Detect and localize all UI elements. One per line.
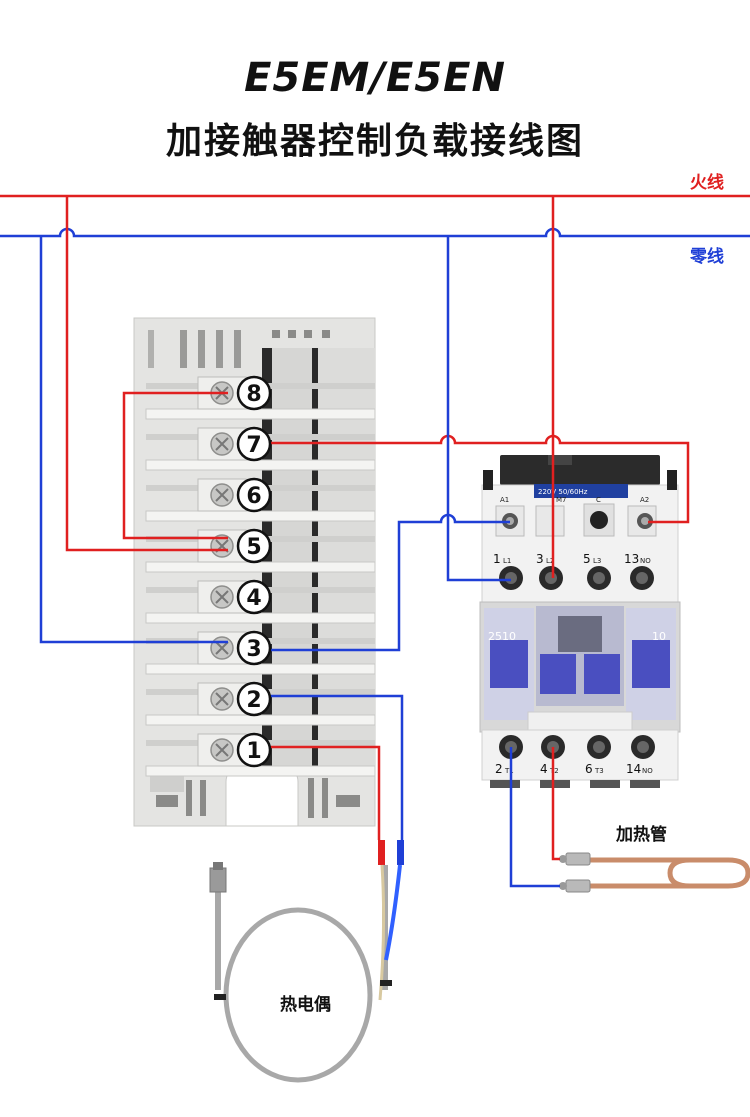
terminal-number: 8 (246, 382, 261, 407)
terminal-numbers: 8 7 6 5 4 3 2 1 (236, 375, 272, 768)
terminal-number: 6 (246, 484, 261, 509)
contactor-rating: 220V 50/60Hz (538, 488, 588, 496)
contactor-coil-letter: C (596, 496, 601, 504)
svg-text:1: 1 (493, 552, 501, 566)
terminal-number: 3 (246, 637, 261, 662)
svg-text:6: 6 (585, 762, 593, 776)
contactor-coil-code: M7 (556, 496, 567, 504)
terminal-badge: 1 (236, 732, 272, 768)
coil-a2-label: A2 (640, 496, 649, 504)
svg-text:T1: T1 (504, 767, 514, 775)
terminal-badge: 5 (236, 528, 272, 564)
svg-text:13: 13 (624, 552, 639, 566)
terminal-number: 2 (246, 688, 261, 713)
terminal-badge: 7 (236, 426, 272, 462)
svg-text:14: 14 (626, 762, 641, 776)
contactor-aux-code: 10 (652, 630, 666, 643)
wires (0, 194, 750, 888)
neutral-line-label: 零线 (690, 247, 724, 267)
svg-text:4: 4 (540, 762, 548, 776)
thermocouple-label: 热电偶 (280, 995, 331, 1015)
terminal-badge: 2 (236, 681, 272, 717)
svg-text:5: 5 (583, 552, 591, 566)
svg-text:L1: L1 (503, 557, 511, 565)
diagram-subtitle: 加接触器控制负载接线图 (165, 121, 584, 162)
svg-text:L2: L2 (546, 557, 554, 565)
svg-text:T3: T3 (594, 767, 604, 775)
terminal-number: 5 (246, 535, 261, 560)
svg-text:NO: NO (642, 767, 653, 775)
terminal-number: 7 (246, 433, 261, 458)
terminal-number: 4 (246, 586, 261, 611)
svg-text:NO: NO (640, 557, 651, 565)
terminal-badge: 8 (236, 375, 272, 411)
contactor: 220V 50/60Hz M7 C A1 A2 2510 10 (479, 455, 681, 788)
live-line-label: 火线 (690, 173, 724, 193)
svg-text:3: 3 (536, 552, 544, 566)
neutral-line (0, 227, 750, 238)
diagram-title: E5EM/E5EN (244, 55, 506, 101)
svg-text:L3: L3 (593, 557, 601, 565)
svg-text:2: 2 (495, 762, 503, 776)
coil-a1-label: A1 (500, 496, 509, 504)
thermocouple-probe (209, 840, 404, 1083)
terminal-badge: 4 (236, 579, 272, 615)
heater-tube (559, 852, 750, 893)
terminal-number: 1 (246, 739, 261, 764)
contactor-model: 2510 (488, 630, 516, 643)
heater-label: 加热管 (616, 825, 667, 845)
terminal-badge: 3 (236, 630, 272, 666)
terminal-badge: 6 (236, 477, 272, 513)
